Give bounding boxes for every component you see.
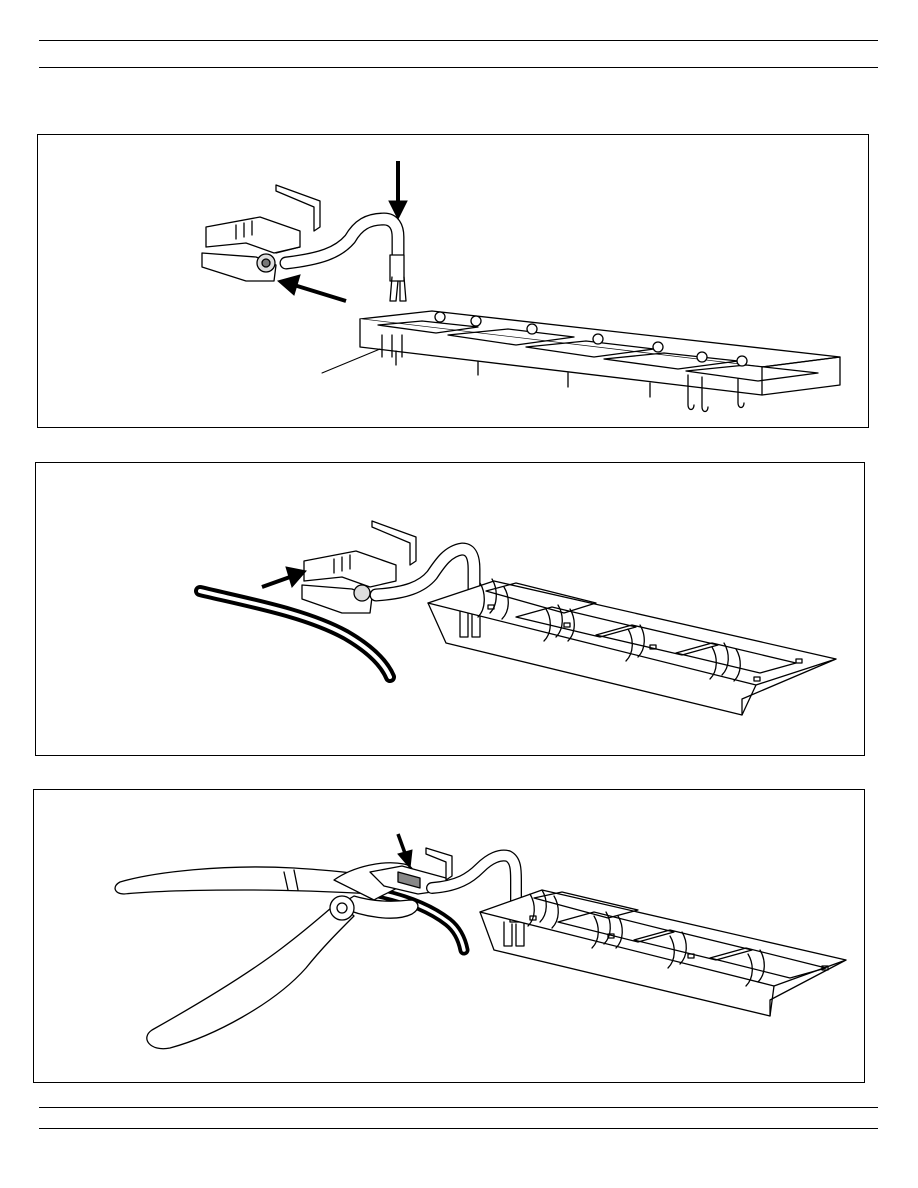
- header-rule-top: [39, 40, 878, 41]
- wire-tray-2: [428, 579, 836, 715]
- wire-tray-1: [360, 311, 840, 412]
- insert-arrow-2: [262, 567, 306, 587]
- wire-tray-3: [480, 890, 846, 1016]
- figure-1-illustration: [38, 135, 870, 429]
- footer-rule-top: [39, 1107, 878, 1108]
- leader-line-1: [322, 349, 380, 373]
- left-arrow-1: [278, 275, 346, 301]
- figure-panel-3: [33, 789, 865, 1083]
- tap-splice-connector-2: [302, 521, 416, 613]
- figure-3-illustration: [34, 790, 866, 1084]
- figure-panel-1: [37, 134, 869, 428]
- header-rule-bottom: [39, 67, 878, 68]
- pliers-3: [115, 863, 418, 1049]
- footer-rule-bottom: [39, 1128, 878, 1129]
- figure-2-illustration: [36, 463, 866, 757]
- down-arrow-1: [389, 161, 407, 219]
- figure-panel-2: [35, 462, 865, 756]
